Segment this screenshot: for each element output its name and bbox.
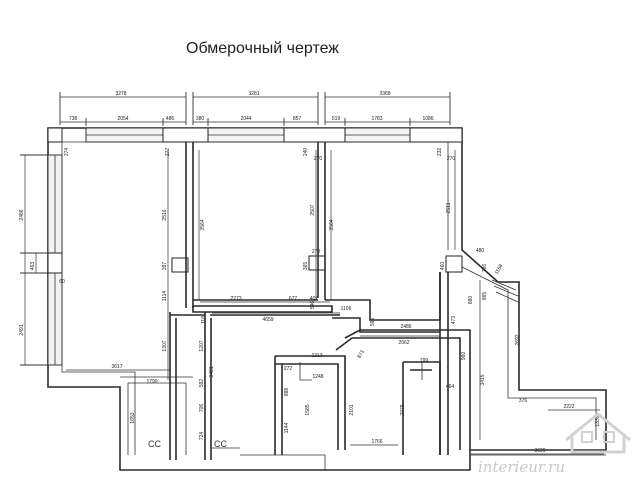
dimension-label: 865 <box>482 292 488 301</box>
dimension-label: 2516 <box>162 209 168 220</box>
dimension-label: 407 <box>310 296 319 302</box>
dimension-label: 3278 <box>115 91 126 97</box>
dimension-label: 274 <box>64 148 70 157</box>
dimension-label: 270 <box>312 249 321 255</box>
dimension-label: 3281 <box>248 91 259 97</box>
dimension-label: 2273 <box>230 296 241 302</box>
dimension-label: 799 <box>420 358 429 364</box>
dimension-label: 463 <box>30 262 36 271</box>
dimension-label: 706 <box>199 404 205 413</box>
dimension-label: 3368 <box>379 91 390 97</box>
dimension-label: 2101 <box>349 404 355 415</box>
dimension-label: 460 <box>440 262 446 271</box>
dimension-label: 3564 <box>329 219 335 230</box>
dimension-label: 270 <box>314 156 323 162</box>
dimension-label: 480 <box>476 248 485 254</box>
dimension-label: 240 <box>303 148 309 157</box>
dimension-label: 1086 <box>422 116 433 122</box>
windows <box>47 127 411 366</box>
dimension-label: 365 <box>303 262 309 271</box>
dimension-label: 3564 <box>200 219 206 230</box>
dimension-label: 486 <box>166 116 175 122</box>
dimension-label: 1248 <box>312 374 323 380</box>
dimension-label: 232 <box>437 148 443 157</box>
interior-walls <box>120 142 606 470</box>
dimension-label: 1158 <box>494 263 505 276</box>
dimension-label: 726 <box>482 264 488 273</box>
dimension-label: 464 <box>446 384 455 390</box>
dimension-label: 873 <box>356 349 365 359</box>
dimension-label: 2044 <box>240 116 251 122</box>
dimension-label: 397 <box>162 262 168 271</box>
dimension-label: 272 <box>284 366 293 372</box>
dimension-label: 519 <box>332 116 341 122</box>
dimension-label: 1653 <box>130 412 136 423</box>
dimension-label: 118 <box>201 316 207 324</box>
dimension-label: 546 <box>310 301 316 310</box>
dimension-label: 724 <box>199 432 205 441</box>
top-dimension-lines <box>59 92 451 126</box>
dimension-label: 272 <box>165 148 171 157</box>
columns <box>47 127 463 274</box>
dimension-label: 595 <box>370 318 376 327</box>
dimension-label: 1106 <box>341 306 352 312</box>
dimension-label: 376 <box>519 398 528 404</box>
dimension-label: 1585 <box>305 404 311 415</box>
hatching <box>491 279 519 303</box>
dimension-label: 2486 <box>19 209 25 220</box>
drawing-title: Обмерочный чертеж <box>186 40 340 57</box>
dimension-label: 270 <box>447 156 456 162</box>
dimension-label: 1339 <box>595 415 601 426</box>
dimension-label: 2511 <box>446 202 452 213</box>
dimension-label: 2491 <box>19 324 25 335</box>
dimension-label: 3481 <box>209 366 215 377</box>
interior-dimension-lines <box>66 150 604 455</box>
dimension-label: 738 <box>69 116 78 122</box>
dimension-label: 2486 <box>400 324 411 330</box>
dimension-label: 1207 <box>199 340 205 351</box>
socket-label: CC <box>148 439 161 449</box>
dimension-label: 1307 <box>162 340 168 351</box>
dimension-label: 592 <box>199 379 205 388</box>
dimension-labels: 3278 3281 3368 738 2054 486 380 2044 857 519 1783 1… <box>19 91 601 454</box>
dimension-label: 3415 <box>480 374 486 385</box>
dimension-label: 473 <box>451 316 457 325</box>
dimension-label: 2662 <box>398 340 409 346</box>
dimension-label: 1766 <box>371 439 382 445</box>
socket-label: CC <box>214 439 227 449</box>
dimension-label: 3617 <box>111 364 122 370</box>
dimension-label: 880 <box>468 296 474 305</box>
dimension-label: 1790 <box>146 379 157 385</box>
dimension-label: 960 <box>461 352 467 361</box>
dimension-label: 1783 <box>371 116 382 122</box>
watermark-house-logo <box>565 412 631 454</box>
dimension-label: 3629 <box>534 448 545 454</box>
dimension-label: 2054 <box>117 116 128 122</box>
dimension-label: 2222 <box>563 404 574 410</box>
dimension-label: 888 <box>284 388 290 397</box>
dimension-label: 380 <box>196 116 205 122</box>
dimension-label: 60 <box>59 279 65 285</box>
dimension-label: 2078 <box>400 404 406 415</box>
dimension-label: 1313 <box>311 353 322 359</box>
dimension-label: 1144 <box>284 422 290 433</box>
watermark-text: interieur.ru <box>478 458 565 476</box>
dimension-label: 1114 <box>162 291 168 302</box>
dimension-label: 677 <box>289 296 298 302</box>
dimension-label: 2507 <box>310 204 316 215</box>
dimension-label: 857 <box>293 116 302 122</box>
left-dimension-lines <box>20 154 48 366</box>
dimension-label: 2692 <box>515 334 521 345</box>
dimension-label: 4659 <box>262 317 273 323</box>
